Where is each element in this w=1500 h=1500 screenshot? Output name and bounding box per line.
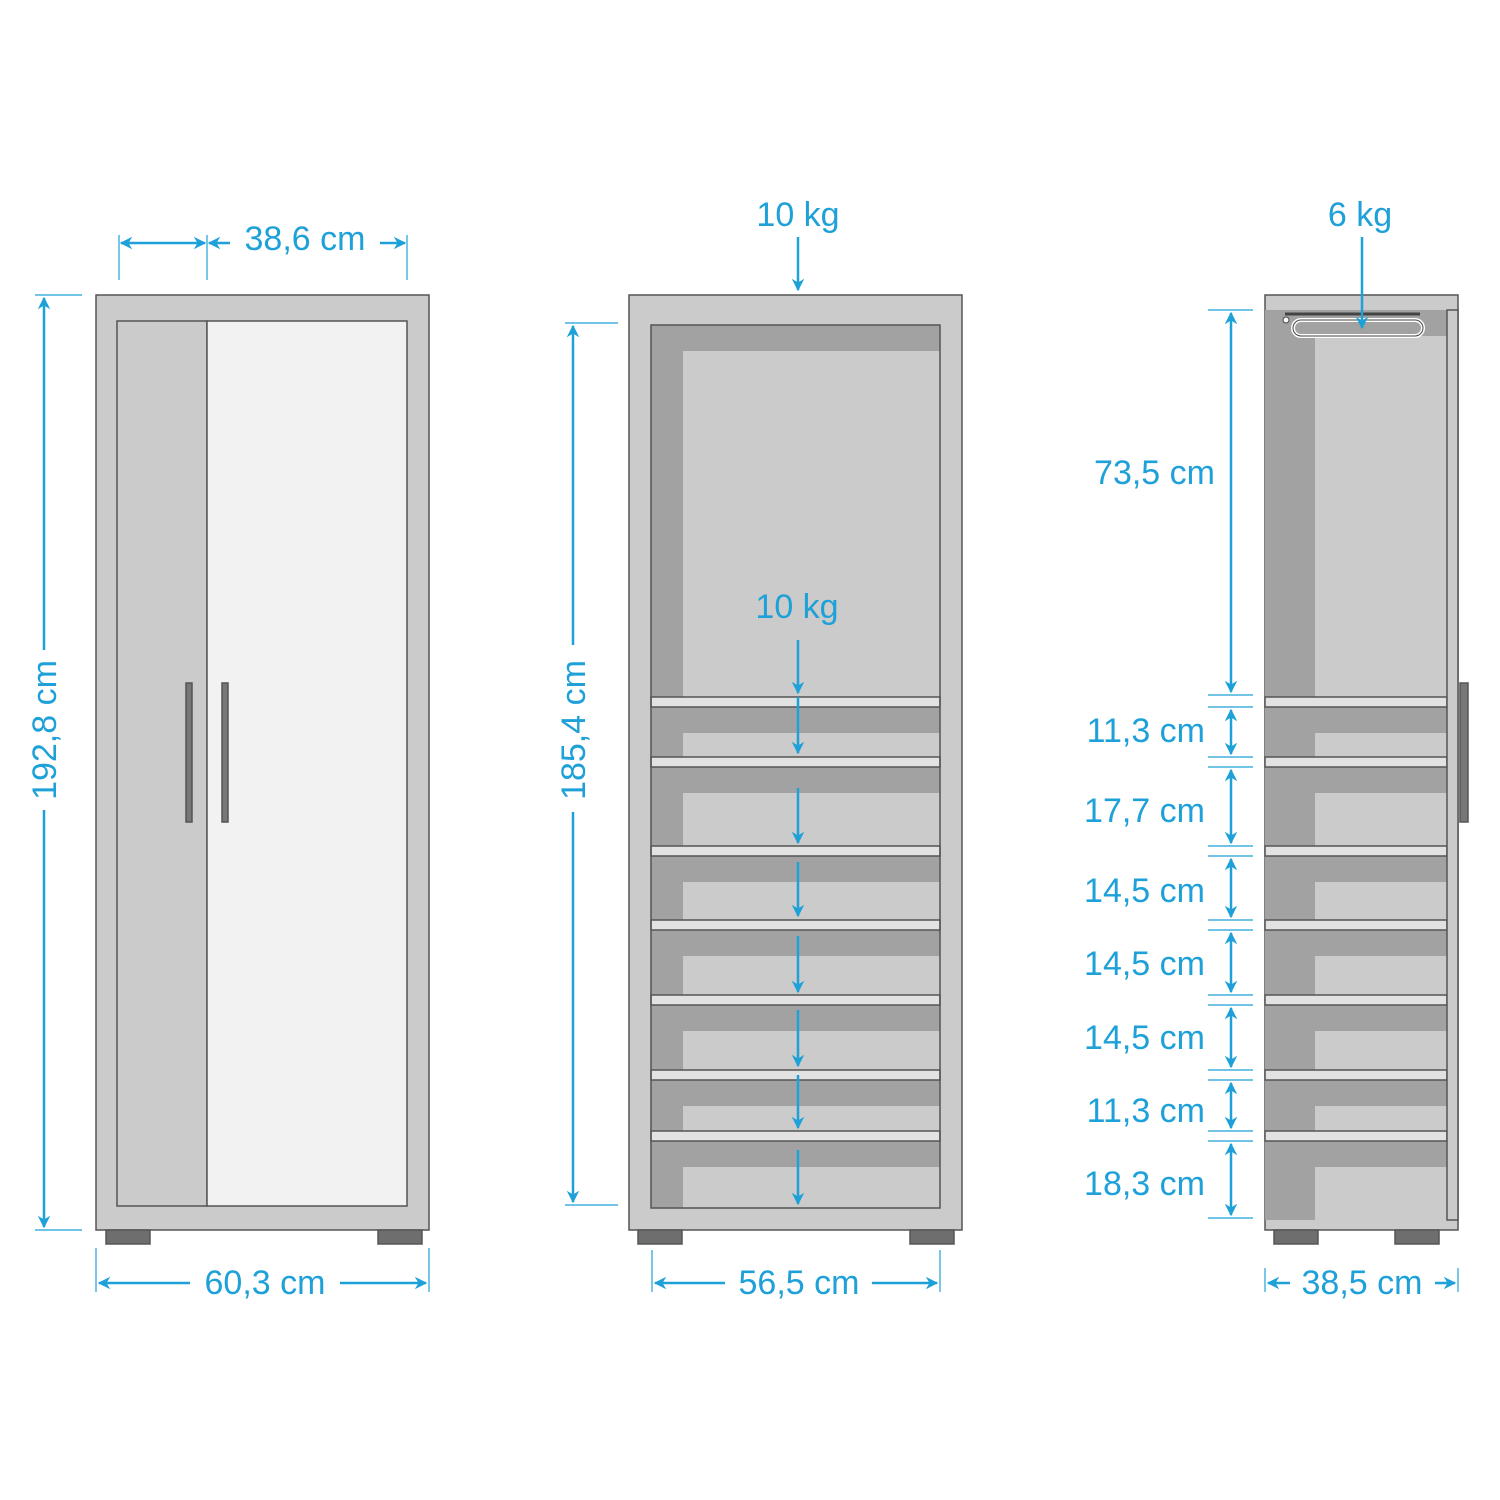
front-width-label: 60,3 cm (205, 1264, 326, 1302)
compartment-panel (1315, 882, 1447, 920)
shelf-board (650, 1069, 941, 1081)
compartment-panel (1315, 733, 1447, 757)
shelf-board (1264, 1069, 1448, 1081)
compartment-panel (683, 1167, 940, 1208)
cabinet-foot (1273, 1229, 1319, 1245)
shelf-board (650, 1130, 941, 1142)
open-top-load-label: 10 kg (756, 196, 839, 234)
side-rail-load-label: 6 kg (1328, 196, 1392, 234)
compartment-panel (683, 351, 940, 697)
compartment-height-label: 18,3 cm (1084, 1165, 1205, 1203)
door-edge (1446, 309, 1459, 1221)
compartment-panel (1315, 1106, 1447, 1131)
shelf-board (1264, 696, 1448, 708)
door-handle (185, 682, 193, 823)
compartment-height-label: 17,7 cm (1084, 792, 1205, 830)
compartment-panel (683, 793, 940, 846)
side-door-handle (1459, 682, 1469, 823)
open-inner-width-label: 56,5 cm (739, 1264, 860, 1302)
left-door (116, 320, 208, 1207)
compartment-panel (1315, 336, 1447, 697)
compartment-height-label: 11,3 cm (1087, 1092, 1205, 1130)
interior-outline (650, 324, 941, 1209)
shelf-board (650, 919, 941, 931)
right-door (206, 320, 408, 1207)
front-height-label: 192,8 cm (26, 660, 64, 800)
shelf-board (1264, 919, 1448, 931)
cabinet-foot (637, 1229, 683, 1245)
compartment-height-label: 11,3 cm (1087, 712, 1205, 750)
compartment-panel (1315, 1031, 1447, 1070)
shelf-board (1264, 756, 1448, 768)
hanging-rail (1291, 318, 1425, 338)
side-depth-label: 38,5 cm (1302, 1264, 1423, 1302)
open-inner-height-label: 185,4 cm (555, 660, 593, 800)
cabinet-foot (909, 1229, 955, 1245)
compartment-panel (683, 1031, 940, 1070)
shelf-board (650, 696, 941, 708)
compartment-panel (683, 1106, 940, 1131)
cabinet-foot (1394, 1229, 1440, 1245)
rail-bracket (1282, 316, 1290, 324)
door-handle (221, 682, 229, 823)
open-shelf-load-label: 10 kg (755, 588, 838, 626)
shelf-board (650, 994, 941, 1006)
shelf-board (650, 845, 941, 857)
shelf-board (1264, 994, 1448, 1006)
compartment-panel (683, 956, 940, 995)
compartment-height-label: 14,5 cm (1084, 872, 1205, 910)
shelf-board (1264, 1130, 1448, 1142)
shelf-board (1264, 845, 1448, 857)
shelf-board (650, 756, 941, 768)
compartment-height-label: 14,5 cm (1084, 1019, 1205, 1057)
compartment-height-label: 14,5 cm (1084, 945, 1205, 983)
compartment-panel (1315, 793, 1447, 846)
cabinet-foot (105, 1229, 151, 1245)
cabinet-foot (377, 1229, 423, 1245)
compartment-panel (1315, 956, 1447, 995)
compartment-panel (683, 882, 940, 920)
front-top-width-label: 38,6 cm (245, 220, 366, 258)
compartment-panel (1315, 1167, 1447, 1220)
compartment-panel (683, 733, 940, 757)
compartment-height-label: 73,5 cm (1094, 454, 1215, 492)
